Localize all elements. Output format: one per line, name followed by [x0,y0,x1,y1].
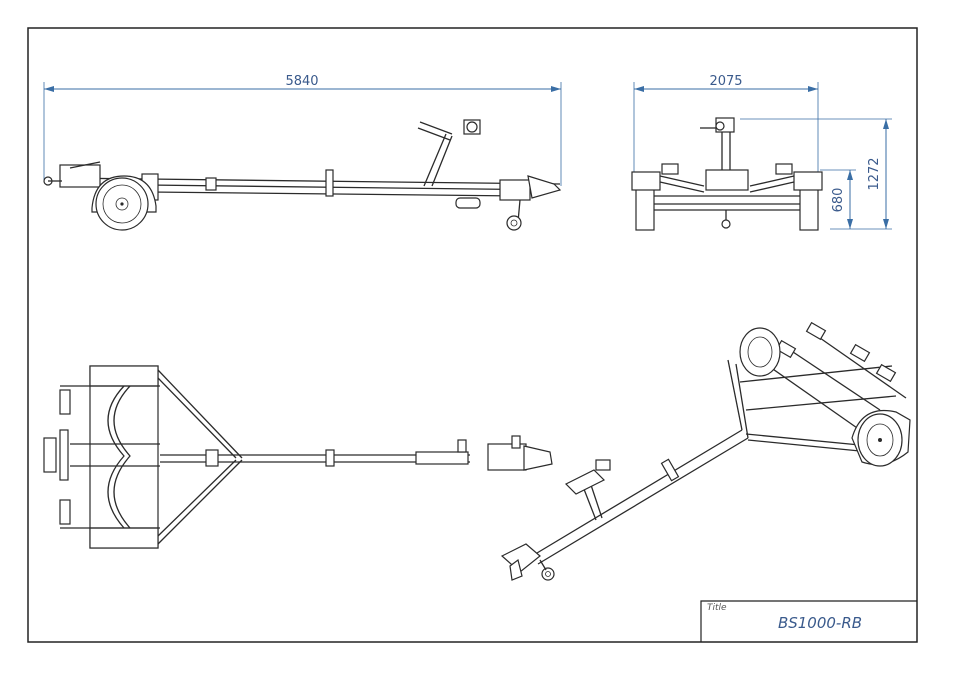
side-hitch [499,175,562,231]
side-wheel [91,175,157,231]
title-block-label: Title [707,603,727,613]
title-block [700,600,917,642]
side-view: 5840 [43,74,562,231]
dimension-label-front-height-total: 1272 [867,157,882,190]
iso-winch-post [564,459,611,521]
front-view: 2075 1272 680 [631,74,892,231]
iso-hitch [500,543,555,581]
iso-rear-wheel [739,327,781,377]
sheet-border [27,27,918,643]
dimension-label-front-height-bed: 680 [831,188,846,213]
top-hitch [415,435,553,471]
title-block-value: BS1000-RB [777,614,863,632]
dimension-label-front-width: 2075 [709,74,742,89]
dimension-front-height-bed: 680 [820,169,856,229]
iso-front-wheel [851,410,911,467]
dimension-front-height-total: 1272 [740,118,892,230]
side-winch-post [417,119,481,209]
dimension-side-length: 5840 [43,74,562,186]
top-view [43,365,553,549]
dimension-label-side-length: 5840 [285,74,318,89]
isometric-view [500,321,911,581]
dimension-front-width: 2075 [633,74,819,172]
